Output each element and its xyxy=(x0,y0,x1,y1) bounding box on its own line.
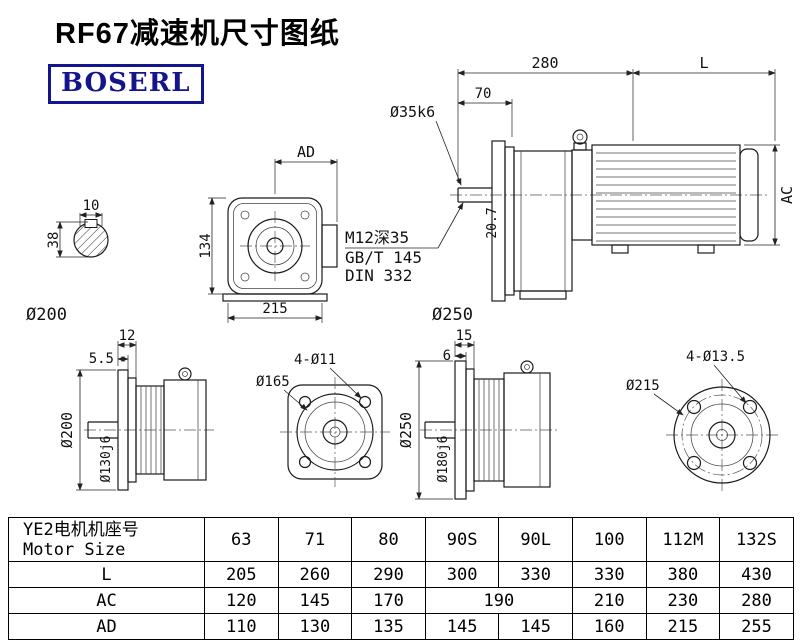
value-cell: 145 xyxy=(498,613,573,640)
dim-flange-thickness-15: 15 xyxy=(456,328,473,344)
label-dia-250: Ø250 xyxy=(432,305,473,325)
size-header-cell: 90L xyxy=(498,517,573,562)
size-header-cell: 80 xyxy=(351,517,426,562)
dim-flange-dia-250: Ø250 xyxy=(397,412,415,448)
value-cell: 330 xyxy=(571,561,647,588)
shaft-section-view: 10 38 Ø200 xyxy=(26,198,109,325)
value-cell: 145 xyxy=(424,613,500,640)
value-cell-merged: 190 xyxy=(424,587,573,614)
value-cell: 110 xyxy=(204,613,279,640)
value-cell: 130 xyxy=(277,613,353,640)
dim-70: 70 xyxy=(475,86,492,102)
size-header-cell: 132S xyxy=(719,517,794,562)
value-cell: 430 xyxy=(719,561,794,588)
value-cell: 255 xyxy=(719,613,794,640)
value-cell: 205 xyxy=(204,561,279,588)
label-bolt-circle-165: Ø165 xyxy=(256,374,290,390)
value-cell: 135 xyxy=(351,613,426,640)
size-header-cell: 71 xyxy=(277,517,353,562)
value-cell: 260 xyxy=(277,561,353,588)
row-label: AC xyxy=(8,587,205,614)
dim-flange-dia-200: Ø200 xyxy=(58,412,76,448)
header-label-cn: YE2电机机座号 xyxy=(23,519,139,540)
brand-logo: BOSERL xyxy=(48,64,204,104)
value-cell: 210 xyxy=(571,587,647,614)
dim-key-width: 10 xyxy=(83,198,100,214)
dim-flange-thickness-12: 12 xyxy=(119,328,136,344)
table-header-row: YE2电机机座号 Motor Size 63 71 80 90S 90L 100… xyxy=(8,517,794,562)
dim-section-height: 38 xyxy=(46,232,62,249)
value-cell: 120 xyxy=(204,587,279,614)
value-cell: 300 xyxy=(424,561,500,588)
value-cell: 290 xyxy=(351,561,426,588)
technical-drawing: 10 38 Ø200 AD 134 215 xyxy=(26,55,796,500)
note-tap-line1: M12深35 xyxy=(345,228,409,247)
label-dia-200: Ø200 xyxy=(26,305,67,325)
dim-flange-offset: 20.7 xyxy=(485,207,500,238)
dim-AC: AC xyxy=(778,186,796,204)
note-tap-line3: DIN 332 xyxy=(345,266,412,285)
label-bolt-circle-215: Ø215 xyxy=(626,378,660,394)
flange-front-view-165: 4-Ø11 Ø165 xyxy=(256,352,390,487)
page-title: RF67减速机尺寸图纸 xyxy=(55,18,340,50)
row-label: L xyxy=(8,561,205,588)
value-cell: 330 xyxy=(498,561,573,588)
value-cell: 380 xyxy=(645,561,721,588)
size-header-cell: 90S xyxy=(424,517,500,562)
brand-logo-text: BOSERL xyxy=(61,68,191,98)
value-cell: 230 xyxy=(645,587,721,614)
note-tap-line2: GB/T 145 xyxy=(345,248,422,267)
dim-L: L xyxy=(699,55,708,72)
table-row-AC: AC 120 145 170 190 210 230 280 xyxy=(8,587,794,614)
value-cell: 145 xyxy=(277,587,353,614)
dim-215: 215 xyxy=(262,301,287,317)
dim-shaft-dia: Ø35k6 xyxy=(390,103,435,121)
dim-step-6: 6 xyxy=(443,348,451,364)
size-header-cell: 112M xyxy=(645,517,721,562)
flange-front-view-215: 4-Ø13.5 Ø215 xyxy=(626,349,778,491)
dim-AD: AD xyxy=(297,143,315,161)
value-cell: 170 xyxy=(351,587,426,614)
row-label: AD xyxy=(8,613,205,640)
motor-size-header: YE2电机机座号 Motor Size xyxy=(8,517,205,562)
dimension-table: YE2电机机座号 Motor Size 63 71 80 90S 90L 100… xyxy=(8,517,794,640)
value-cell: 160 xyxy=(571,613,647,640)
label-holes-4x13-5: 4-Ø13.5 xyxy=(686,349,745,365)
flange-side-view-250: 15 6 Ø250 Ø180j6 xyxy=(397,328,560,500)
motor-fins xyxy=(596,152,736,242)
header-label-en: Motor Size xyxy=(23,539,126,560)
gearbox-motor-side-view: 280 L 70 Ø35k6 AC 20.7 M12深35 GB/T 145 D… xyxy=(345,55,796,325)
size-header-cell: 100 xyxy=(571,517,647,562)
dim-134: 134 xyxy=(198,233,214,258)
table-row-L: L 205 260 290 300 330 330 380 430 xyxy=(8,561,794,588)
dim-280: 280 xyxy=(531,55,558,72)
value-cell: 215 xyxy=(645,613,721,640)
dim-step-5-5: 5.5 xyxy=(89,351,114,367)
gearbox-front-view: AD 134 215 xyxy=(198,143,338,323)
table-row-AD: AD 110 130 135 145 145 160 215 255 xyxy=(8,613,794,640)
dim-pilot-dia-180: Ø180j6 xyxy=(436,436,451,483)
label-holes-4x11: 4-Ø11 xyxy=(294,352,336,368)
dim-pilot-dia-130: Ø130j6 xyxy=(99,436,114,483)
size-header-cell: 63 xyxy=(204,517,279,562)
value-cell: 280 xyxy=(719,587,794,614)
flange-side-view-200: 12 5.5 Ø200 Ø130j6 xyxy=(58,328,214,491)
